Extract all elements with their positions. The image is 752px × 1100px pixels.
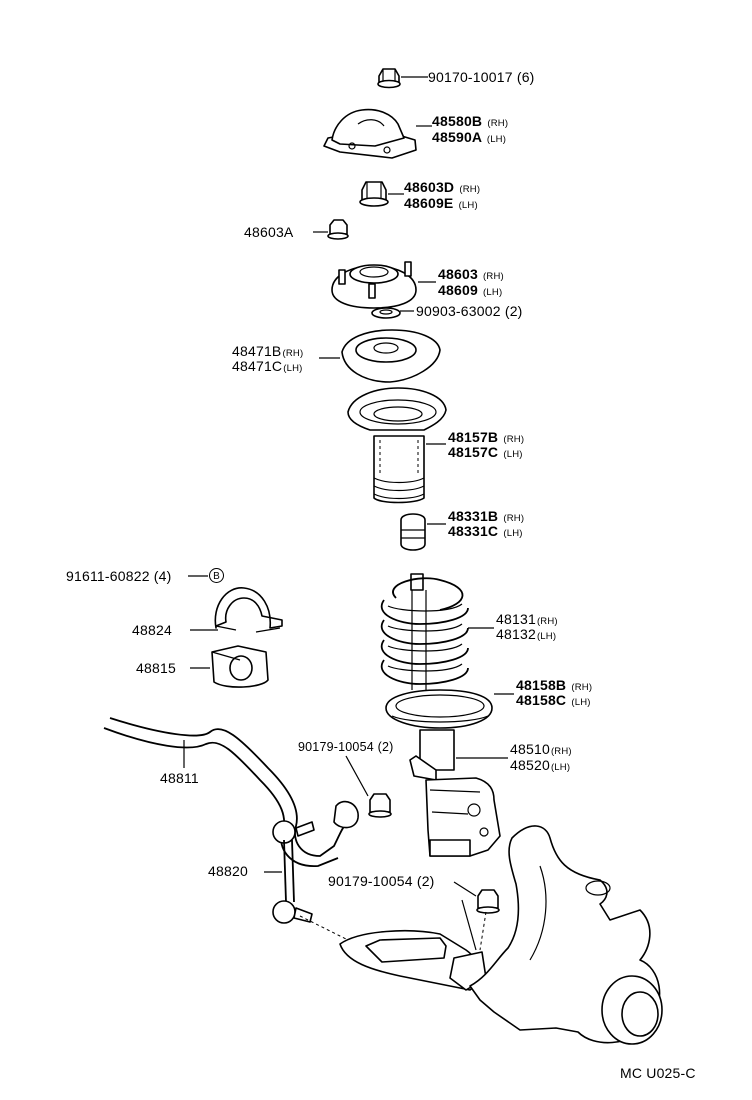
nut-link-lower <box>476 889 500 914</box>
label-insulator-lh: 48158C (LH) <box>516 692 591 709</box>
label-spring-rh: 48131(RH) <box>496 611 558 628</box>
flange-nut-top <box>377 68 401 89</box>
footer-diagram-code: MC U025-C <box>620 1065 696 1081</box>
label-strut-rh: 48510(RH) <box>510 741 572 758</box>
coil-spring <box>380 573 469 690</box>
label-bolt-b: 91611-60822 (4) <box>66 568 172 584</box>
stabilizer-link <box>272 820 315 924</box>
ref-circle-b: B <box>209 568 224 583</box>
label-bumper-lh: 48331C (LH) <box>448 523 523 540</box>
steering-knuckle <box>299 825 663 1045</box>
label-nut-top: 90170-10017 (6) <box>428 69 535 85</box>
label-nut-a: 48603A <box>244 224 294 240</box>
suspension-support <box>331 261 417 309</box>
label-cover-lh: 48590A (LH) <box>432 129 507 146</box>
label-strut-lh: 48520(LH) <box>510 757 571 774</box>
leader-nut-link <box>345 755 369 797</box>
leader-nut-link-2 <box>453 881 477 897</box>
label-nut-link-2: 90179-10054 (2) <box>328 873 435 889</box>
label-seat-lh: 48471C(LH) <box>232 358 303 375</box>
label-spring-lh: 48132(LH) <box>496 626 557 643</box>
spring-upper-seat <box>341 329 441 383</box>
label-seat-rh: 48471B(RH) <box>232 343 304 360</box>
bearing <box>371 307 401 319</box>
label-boot-lh: 48157C (LH) <box>448 444 523 461</box>
shock-absorber <box>409 729 501 857</box>
label-support-rh: 48603 (RH) <box>438 266 504 283</box>
label-bushing: 48815 <box>136 660 176 676</box>
label-bracket: 48824 <box>132 622 172 638</box>
label-insulator-rh: 48158B (RH) <box>516 677 593 694</box>
label-nut-rh: 48603D (RH) <box>404 179 481 196</box>
nut-link-upper <box>368 793 392 818</box>
label-stabilizer-link: 48820 <box>208 863 248 879</box>
support-cover <box>323 108 417 159</box>
stabilizer-bracket <box>214 587 283 633</box>
label-cover-rh: 48580B (RH) <box>432 113 509 130</box>
dust-boot <box>347 387 447 504</box>
stabilizer-bushing <box>211 645 269 688</box>
label-bearing: 90903-63002 (2) <box>416 303 523 319</box>
label-bumper-rh: 48331B (RH) <box>448 508 525 525</box>
label-support-lh: 48609 (LH) <box>438 282 503 299</box>
stabilizer-bar <box>103 717 359 867</box>
label-nut-lh: 48609E (LH) <box>404 195 478 212</box>
nut-48603d <box>359 181 389 207</box>
label-boot-rh: 48157B (RH) <box>448 429 525 446</box>
nut-48603a <box>327 219 349 240</box>
bumper <box>400 513 426 551</box>
label-nut-link: 90179-10054 (2) <box>298 740 394 754</box>
label-stabilizer-bar: 48811 <box>160 770 199 786</box>
spring-lower-insulator <box>385 689 493 729</box>
